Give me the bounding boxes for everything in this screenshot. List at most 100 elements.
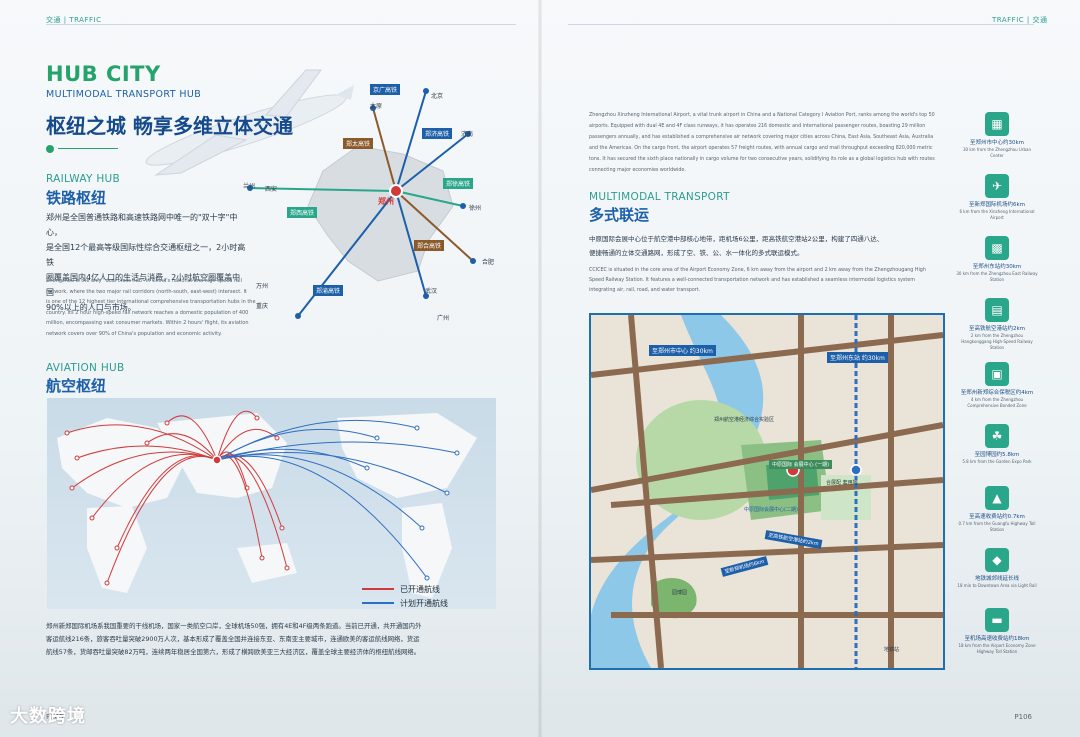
distance-item: ▩ 至郑州东站约30km 30 km from the Zhengzhou Ea… [956, 236, 1038, 283]
route-beijing [395, 90, 427, 192]
bonded-icon: ▣ [985, 362, 1009, 386]
planned-route-line [216, 448, 368, 469]
distance-cn: 至郑州市中心约30km [969, 140, 1025, 146]
multimodal-heading-en: MULTIMODAL TRANSPORT [589, 191, 730, 203]
mm-en-line: integrating air, rail, road, and water t… [589, 288, 701, 293]
continent-north-america [337, 413, 477, 498]
world-route-map [47, 398, 496, 609]
route-hefei [395, 190, 474, 262]
destination-dot [424, 575, 430, 581]
destination-dot [374, 435, 380, 441]
label-expo-2: 中原国际会展中心(二期) [744, 507, 798, 513]
open-route-line [76, 445, 218, 461]
rail-label-zhenghe: 郑合高铁 [414, 240, 445, 251]
city-dot [460, 203, 466, 209]
label-garden-expo: 园博园 [672, 590, 688, 596]
mm-cn-line: 便捷畅通的立体交通路网，形成了空、铁、公、水一体化的多式联运模式。 [589, 249, 804, 257]
airplane-illustration [145, 69, 354, 176]
intro-line: connecting major economies worldwide. [589, 168, 686, 173]
intro-line: tons. It has secured the sixth place nat… [589, 157, 935, 162]
mm-cn-line: 中原国际会展中心位于航空港中部核心地带，距机场6公里，距高铁航空港站2公里，构建… [589, 235, 884, 243]
right-page: TRAFFIC | 交通 Zhengzhou Xinzheng Internat… [540, 0, 1080, 737]
city-xuzhou: 徐州 [469, 205, 482, 212]
railway-body-en: Zhengzhou is the only "dual cross hub" i… [46, 276, 276, 339]
distance-en: 18 min to Downtown Area via Light Rail [957, 583, 1037, 588]
planned-route-line [216, 455, 428, 579]
city-dot [295, 313, 301, 319]
city-lanzhou: 兰州 [243, 183, 256, 190]
distance-cn: 至高速收费站约0.7km [969, 514, 1025, 520]
multimodal-body-cn: 中原国际会展中心位于航空港中部核心地带，距机场6公里，距高铁航空港站2公里，构建… [589, 232, 981, 260]
railway-heading-cn: 铁路枢纽 [46, 189, 107, 207]
city-dot [423, 293, 429, 299]
destination-dot [454, 450, 460, 456]
mm-en-line: Speed Railway Station. It features a wel… [589, 278, 915, 283]
distance-en: 0.7 km from the Guangfu Highway Toll Sta… [958, 521, 1036, 532]
city-jinan: 济南 [461, 131, 474, 138]
right-running-header: TRAFFIC | 交通 [992, 16, 1048, 24]
open-route-line [216, 428, 278, 461]
title-dot [46, 145, 54, 153]
multimodal-body-en: CCICEC is situated in the core area of t… [589, 266, 981, 296]
rail-label-zhengtai: 郑太高铁 [343, 138, 374, 149]
city-hefei: 合肥 [482, 259, 495, 266]
spine-gutter [538, 0, 542, 737]
distance-item: ▣ 至郑州新郑综合保税区约4km 4 km from the Zhengzhou… [956, 362, 1038, 409]
route-legend: 已开通航线 计划开通航线 [362, 582, 448, 610]
intro-line: Zhengzhou Xinzheng International Airport… [589, 113, 935, 118]
aviation-heading-cn: 航空枢纽 [46, 377, 107, 395]
zhengzhou-marker [389, 184, 403, 198]
city-beijing: 北京 [431, 93, 444, 100]
city-dot [465, 131, 471, 137]
page-number-right: P106 [1014, 713, 1032, 721]
railway-body-cn-line: 90%以上的人口与市场。 [46, 303, 136, 312]
route-wuhan [395, 190, 427, 297]
title-rule [58, 148, 118, 149]
destination-dot [144, 440, 150, 446]
road [591, 332, 943, 378]
distance-item: ▬ 至机场高速收费站约18km 18 km from the Airport E… [956, 608, 1038, 655]
rail-label-zhengxi: 郑西高铁 [287, 207, 318, 218]
world-map-svg [57, 410, 477, 598]
road [610, 477, 943, 508]
destination-dot [284, 565, 290, 571]
distance-item: ✈ 至新郑国际机场约6km 6 km from the Xinzheng Int… [956, 174, 1038, 221]
railway-body-en-line: is one of the 12 highest tier internatio… [46, 299, 256, 305]
destination-dot [274, 435, 280, 441]
building-icon: ▦ [985, 112, 1009, 136]
train-icon: ▩ [985, 236, 1009, 260]
legend-swatch-open [362, 588, 394, 590]
aviation-body-cn: 郑州新郑国际机场系我国重要的干线机场，国家一类航空口岸，全球机场50强，拥有4E… [46, 620, 516, 659]
destination-dot [444, 490, 450, 496]
route-lanzhou [249, 187, 397, 192]
continent-asia [157, 413, 287, 498]
route-taiyuan [372, 107, 397, 192]
aviation-body-line: 客运航线216条，旅客吞吐量突破2900万人次，基本形成了覆盖全国并连接东亚、东… [46, 635, 420, 643]
destination-dot [279, 525, 285, 531]
legend-swatch-planned [362, 602, 394, 604]
railway-body-en-line: network, where the two major rail corrid… [46, 288, 247, 295]
road [628, 315, 664, 668]
distance-item: ◆ 地铁城郊线延长线 18 min to Downtown Area via L… [956, 548, 1038, 589]
distance-item: ▦ 至郑州市中心约30km 30 km from the Zhengzhou U… [956, 112, 1038, 159]
railway-body-en-line: million, encompassing vast consumer mark… [46, 320, 249, 326]
city-wuhan: 武汉 [425, 288, 438, 295]
destination-dot [414, 425, 420, 431]
distance-cn: 至机场高速收费站约18km [964, 636, 1030, 642]
rail-label-zhengyu: 郑渝高铁 [313, 285, 344, 296]
intro-line: airports. Equipped with dual 4E and 4F c… [589, 124, 926, 129]
page-number-left: P105 [46, 713, 64, 721]
distance-item: ☘ 至园博园约5.8km 5.8 km from the Garden Expo… [956, 424, 1038, 465]
distance-en: 30 km from the Zhengzhou East Railway St… [956, 271, 1038, 282]
intro-line: and the Americas. On the cargo front, th… [589, 146, 933, 151]
road-network [591, 315, 943, 668]
airport-intro-en: Zhengzhou Xinzheng International Airport… [589, 110, 984, 176]
route-xuzhou [395, 190, 464, 207]
open-route-line [146, 433, 218, 461]
aviation-heading-en: AVIATION HUB [46, 362, 125, 374]
city-dot [370, 105, 376, 111]
aviation-body-line: 航线57条，货邮吞吐量突破82万吨，连续两年稳居全国第六，形成了横跨欧美亚三大经… [46, 648, 421, 656]
planned-route-line [216, 441, 458, 461]
legend-planned: 计划开通航线 [362, 596, 448, 610]
